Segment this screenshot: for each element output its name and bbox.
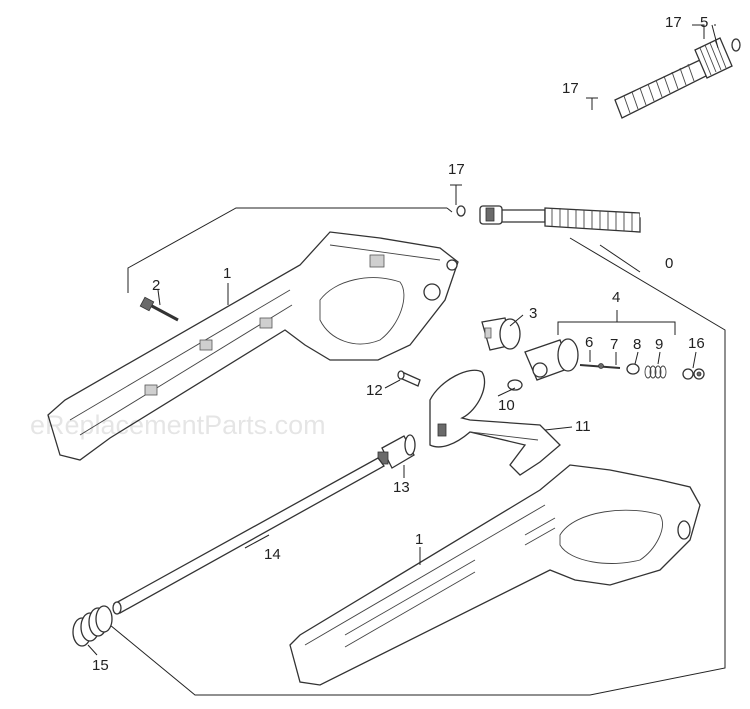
- hose-assembly: [479, 37, 741, 233]
- connector-part: [377, 434, 416, 469]
- callout-16: 16: [688, 335, 705, 352]
- leader-lines: [87, 24, 719, 656]
- o-ring-parts: [682, 368, 705, 380]
- screw-part: [139, 296, 179, 322]
- callout-9: 9: [655, 336, 663, 353]
- watermark: eReplacementParts.com: [30, 410, 326, 440]
- lance-tube: [112, 457, 385, 615]
- spring-part: [72, 605, 113, 647]
- callout-15: 15: [92, 657, 109, 674]
- o-ring-10: [507, 379, 523, 391]
- callout-11: 11: [575, 418, 591, 435]
- callout-labels: 0 1 1 2 3 4 5 6 7 8 9 10 11 12 13 14 15 …: [92, 14, 708, 674]
- pin-part: [397, 370, 421, 387]
- small-seal: [456, 205, 466, 217]
- right-handle-half: [289, 464, 701, 686]
- trigger-part: [429, 369, 561, 476]
- callout-12: 12: [366, 382, 383, 399]
- callout-2: 2: [152, 277, 160, 294]
- callout-7: 7: [610, 336, 618, 353]
- valve-body-part: [481, 317, 521, 351]
- callout-14: 14: [264, 546, 281, 563]
- callout-17-seal: 17: [448, 161, 465, 178]
- callout-1-upper: 1: [223, 265, 231, 282]
- callout-3: 3: [529, 305, 537, 322]
- assembly-outline: [109, 207, 726, 696]
- callout-13: 13: [393, 479, 410, 496]
- callout-10: 10: [498, 397, 515, 414]
- callout-17-top: 17: [665, 14, 682, 31]
- callout-5: 5: [700, 14, 708, 31]
- callout-1-lower: 1: [415, 531, 423, 548]
- callout-17-hose: 17: [562, 80, 579, 97]
- left-handle-half: [47, 231, 459, 461]
- valve-insert-parts: [524, 338, 667, 381]
- callout-6: 6: [585, 334, 593, 351]
- callout-4: 4: [612, 289, 620, 306]
- callout-0: 0: [665, 255, 673, 272]
- callout-8: 8: [633, 336, 641, 353]
